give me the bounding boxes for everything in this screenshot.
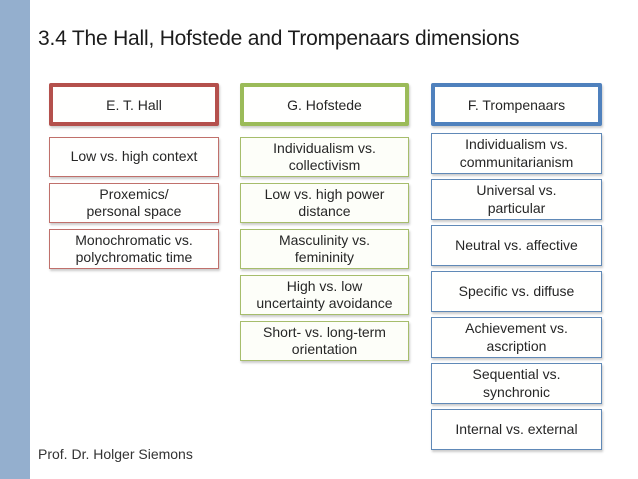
- dimension-box-uncertainty-avoidance: High vs. low uncertainty avoidance: [240, 275, 409, 315]
- dimension-box-monochromatic: Monochromatic vs. polychromatic time: [49, 229, 219, 269]
- dimension-box-masculinity: Masculinity vs. femininity: [240, 229, 409, 269]
- column-hall: E. T. Hall Low vs. high context Proxemic…: [49, 83, 219, 275]
- dimension-box-neutral-affective: Neutral vs. affective: [431, 225, 602, 266]
- dimension-box-achievement-ascription: Achievement vs. ascription: [431, 317, 602, 358]
- slide-title: 3.4 The Hall, Hofstede and Trompenaars d…: [38, 27, 520, 50]
- dimension-box-low-high-context: Low vs. high context: [49, 137, 219, 177]
- column-header-hofstede: G. Hofstede: [240, 83, 409, 126]
- dimension-box-individualism-communitarianism: Individualism vs. communitarianism: [431, 133, 602, 174]
- dimension-box-universal-particular: Universal vs. particular: [431, 179, 602, 220]
- column-hofstede: G. Hofstede Individualism vs. collectivi…: [240, 83, 409, 367]
- dimension-box-term-orientation: Short- vs. long-term orientation: [240, 321, 409, 361]
- dimension-box-specific-diffuse: Specific vs. diffuse: [431, 271, 602, 312]
- dimension-box-proxemics: Proxemics/ personal space: [49, 183, 219, 223]
- dimension-box-internal-external: Internal vs. external: [431, 409, 602, 450]
- left-accent-bar: [0, 0, 30, 479]
- footer-author: Prof. Dr. Holger Siemons: [38, 446, 193, 462]
- column-header-trompenaars: F. Trompenaars: [431, 83, 602, 126]
- column-trompenaars: F. Trompenaars Individualism vs. communi…: [431, 83, 602, 455]
- dimension-box-sequential-synchronic: Sequential vs. synchronic: [431, 363, 602, 404]
- column-header-hall: E. T. Hall: [49, 83, 219, 126]
- dimension-box-individualism-collectivism: Individualism vs. collectivism: [240, 137, 409, 177]
- dimension-box-power-distance: Low vs. high power distance: [240, 183, 409, 223]
